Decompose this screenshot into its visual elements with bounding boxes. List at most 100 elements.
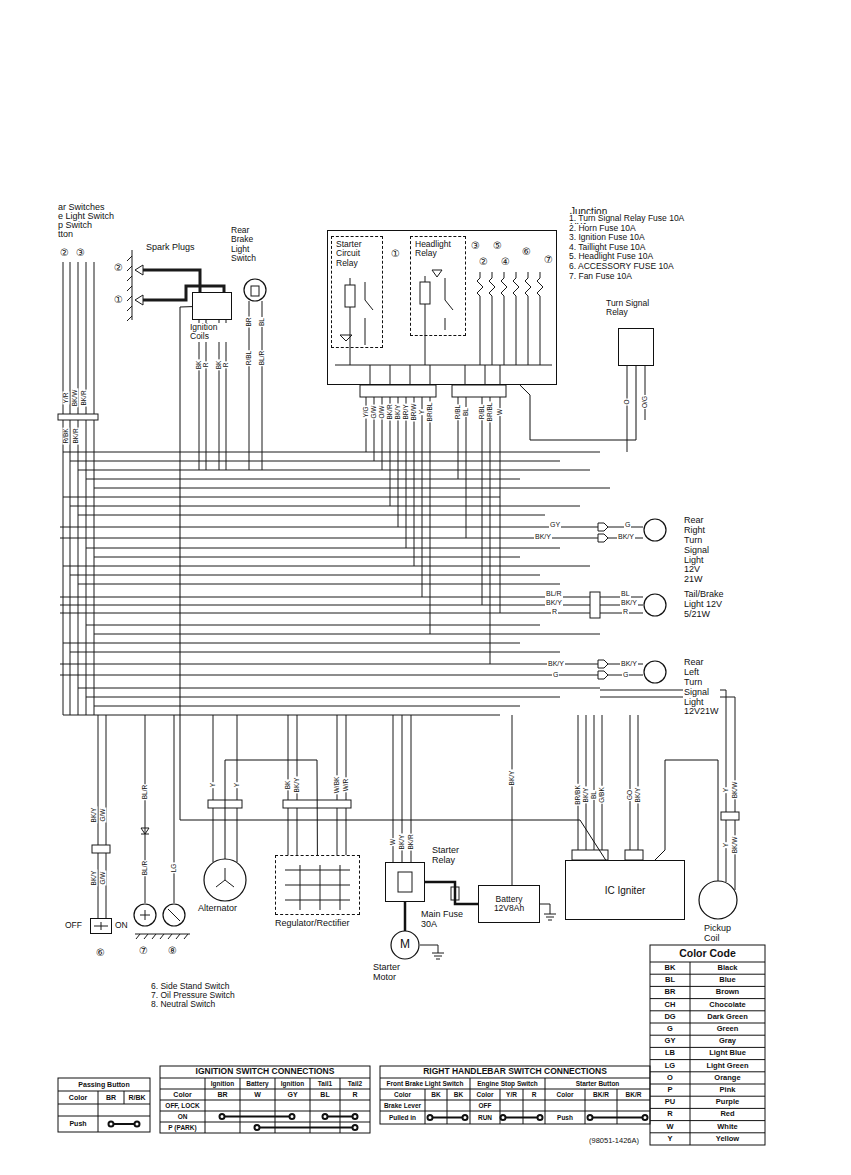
wire-color-code: BK/Y [90,870,97,887]
wire [477,272,543,302]
wire-color-code: R [622,608,629,616]
wire-color-code: R/BK [62,427,69,444]
table-cell: Dark Green [690,1011,765,1023]
wire-color-code: BK/Y [617,533,635,541]
part-label: Rear Right Turn Signal Light 12V 21W [683,516,710,585]
wire [420,945,444,959]
brake-switch: Rear Brake Light Switch [243,278,267,302]
table-cell: Front Brake Light Switch [380,1078,470,1089]
wire [398,872,412,892]
wire-color-code: BR/Y [402,403,409,420]
wire-connector [404,902,407,931]
wire-color-code: BL [620,590,631,598]
part-label: Starter Motor [372,963,420,983]
wire-color-code: Y [209,782,216,788]
switch-symbol: ⑦ [133,903,157,927]
wire-color-code: G/W [99,808,106,823]
wire-color-code: BK/Y [508,770,515,787]
wire-connector [425,882,478,904]
table-cell: R [523,1089,545,1100]
wire-color-code: BR/BL [426,402,433,423]
wire [366,397,500,664]
wire [452,385,506,397]
regulator-box: Regulator/Rectifier [275,855,360,915]
table-cell: Tail2 [340,1078,370,1089]
wire-color-code: BL/R [141,860,148,876]
connection-bar [135,1122,140,1127]
wire-color-code: G/W [99,871,106,886]
table-cell: Gray [690,1035,765,1047]
wire-color-code: R/BL [245,350,252,366]
part-label: Spark Plugs [145,243,196,253]
wire-color-code: O [623,398,630,405]
callout-number: ② [113,262,124,273]
connection-bar [501,1115,506,1120]
circle-outline [643,660,667,684]
wire-color-code: O/G [641,395,648,409]
circle-outline [244,279,266,301]
wire-color-code: O/W [378,405,385,420]
wire [251,286,259,296]
wire [135,265,143,305]
circle-outline [643,593,667,617]
callout-number: ⑦ [543,254,554,265]
part-label: IC Igniter [604,885,647,896]
wire [360,385,436,397]
table-cell: Green [690,1023,765,1035]
table-cell: BK/R [585,1089,617,1100]
igniter-box: IC Igniter [565,860,685,920]
table-cell: DG [650,1011,690,1023]
wire-color-code: BK/Y [547,660,565,668]
table-cell: White [690,1121,765,1133]
part-label: 7. Oil Pressure Switch [150,991,236,1000]
table-cell: Blue [690,974,765,986]
wire-color-code: BL/R [258,350,265,366]
part-label: Regulator/Rectifier [274,919,351,929]
table-cell: LG [650,1060,690,1072]
table-cell: Orange [690,1072,765,1084]
table-title: IGNITION SWITCH CONNECTIONS [160,1066,370,1078]
connection-bar [290,1114,295,1119]
table-cell: Color [470,1089,500,1100]
table-cell: Ignition [205,1078,240,1089]
connection-bar [353,1125,358,1130]
wire-color-code: R [222,362,229,369]
wire [94,909,180,930]
wire-color-code: BK/Y [620,660,638,668]
table-cell: Pulled in [380,1111,425,1124]
table-cell: RUN [470,1111,500,1124]
table-cell: Color [380,1089,425,1100]
motor-symbol: MStarter Motor [390,930,420,960]
table-cell: G [650,1023,690,1035]
table-cell: OFF, LOCK [160,1100,205,1111]
table-cell: BK [425,1089,447,1100]
table-cell: CH [650,999,690,1011]
table-cell: BL [310,1089,340,1100]
switch-symbol: ⑧ [162,903,186,927]
connection-bar [538,1115,543,1120]
table-title: Passing Button [58,1078,150,1091]
circle-outline [643,518,667,542]
fuse-list-item: 6. ACCESSORY FUSE 10A [568,262,675,271]
part-label: Battery 12V8Ah [488,895,530,914]
table-cell: P [650,1084,690,1096]
table-cell: BK [650,962,690,974]
fuse-list-item: 7. Fan Fuse 10A [568,272,633,281]
connection-bar [220,1114,225,1119]
wire-color-code: G [552,671,559,679]
wire-color-code: BK/R [72,427,79,444]
table-cell: Push [545,1111,585,1124]
wire-color-code: BK/R [407,833,414,850]
table-cell: ON [160,1111,205,1122]
table-cell: LB [650,1047,690,1059]
part-label: Main Fuse 30A [420,910,470,930]
table-cell: BK [447,1089,470,1100]
circle-outline [203,858,247,902]
wire-color-code: Y [722,787,729,793]
wire-color-code: BR/BL [486,402,493,423]
wire [58,414,98,420]
wire-color-code: G [624,521,631,529]
table-cell: BR [205,1089,240,1100]
circle-outline [134,904,156,926]
